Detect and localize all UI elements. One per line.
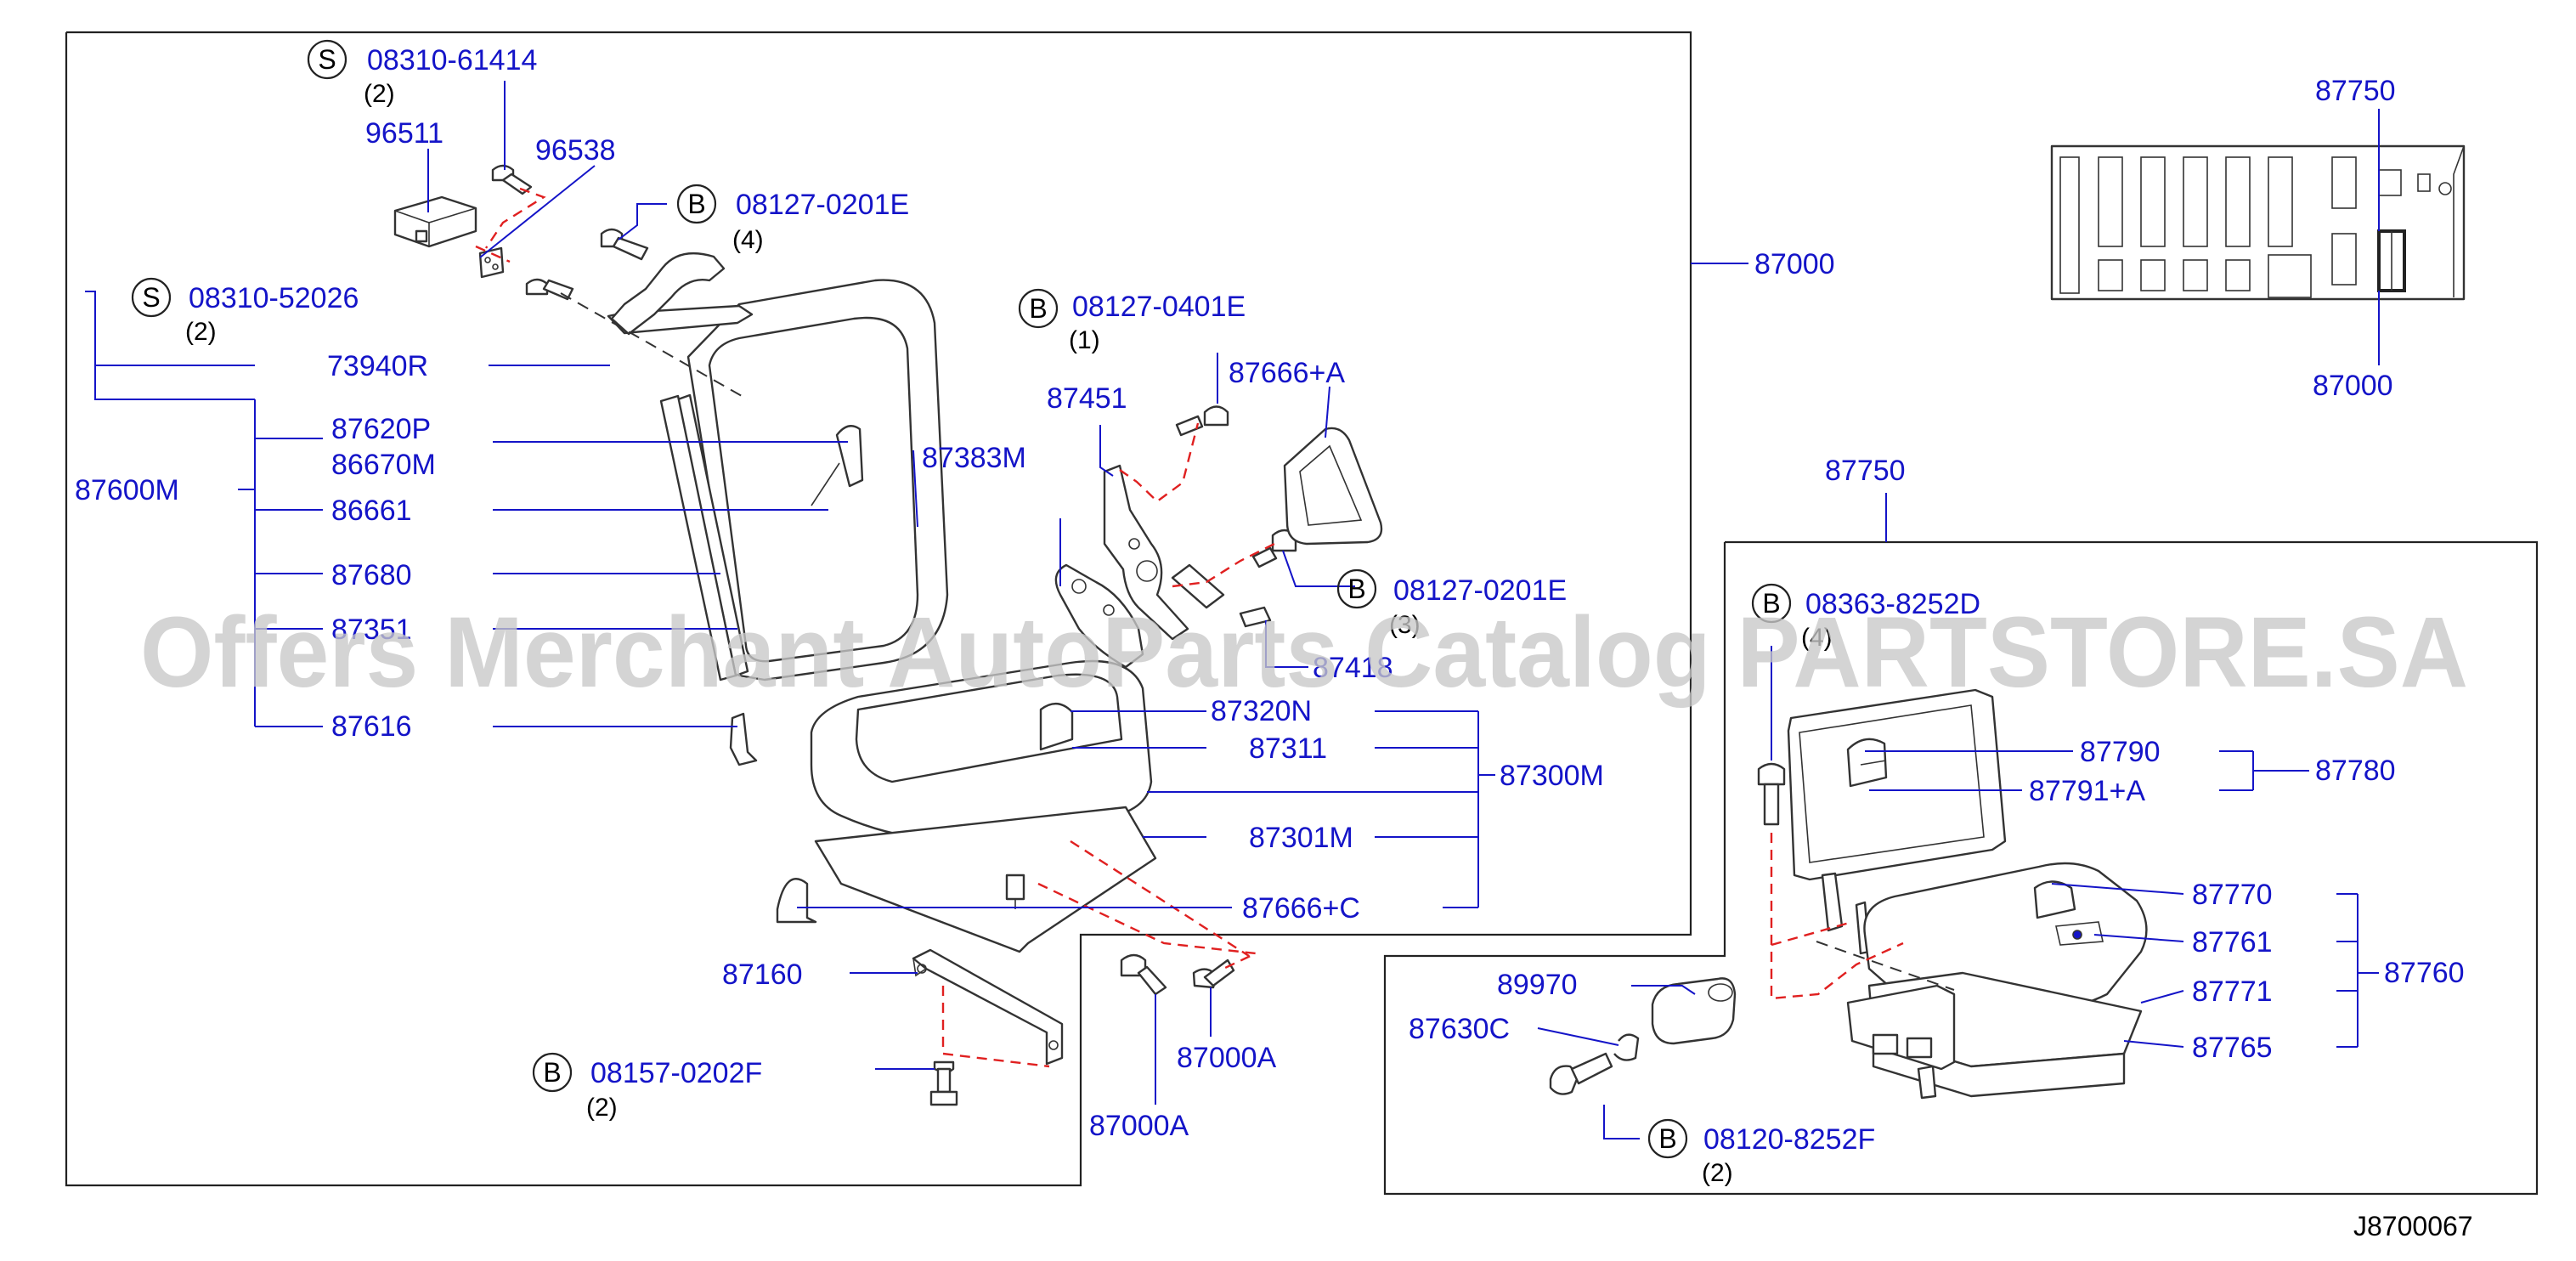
badge-s-08310-52026: S xyxy=(142,282,160,313)
part-labels: 08310-61414 (2) 96511 96538 08127-0201E … xyxy=(75,44,2473,1241)
qty-08310-61414: (2) xyxy=(364,80,395,108)
qty-08127-0201E-mid: (3) xyxy=(1389,611,1421,639)
part-number-87000[interactable]: 87000 xyxy=(1754,248,1835,280)
part-number-08127-0201E-mid[interactable]: 08127-0201E xyxy=(1393,574,1567,607)
part-number-87451[interactable]: 87451 xyxy=(1047,382,1127,415)
part-number-87791-A[interactable]: 87791+A xyxy=(2029,775,2145,807)
part-number-87418[interactable]: 87418 xyxy=(1313,652,1393,684)
part-number-96511[interactable]: 96511 xyxy=(365,117,443,150)
part-number-87383M[interactable]: 87383M xyxy=(922,442,1026,474)
badge-b-08157-0202F: B xyxy=(543,1057,561,1088)
callout-badges: S B S B B B B B xyxy=(131,39,1792,1159)
part-number-87311[interactable]: 87311 xyxy=(1249,732,1327,765)
badge-b-08127-0201E-top: B xyxy=(687,189,705,219)
part-number-87160[interactable]: 87160 xyxy=(722,958,803,991)
part-number-87300M[interactable]: 87300M xyxy=(1500,760,1604,792)
part-number-87666-A[interactable]: 87666+A xyxy=(1229,357,1345,389)
badge-b-08120-8252F: B xyxy=(1658,1123,1676,1154)
part-number-87750-inset[interactable]: 87750 xyxy=(2315,75,2396,107)
part-number-87000-inset[interactable]: 87000 xyxy=(2313,370,2393,402)
part-number-87771[interactable]: 87771 xyxy=(2192,975,2273,1008)
part-number-87616[interactable]: 87616 xyxy=(331,710,412,743)
part-number-08157-0202F[interactable]: 08157-0202F xyxy=(590,1057,762,1089)
part-number-87761[interactable]: 87761 xyxy=(2192,926,2273,958)
second-seat-assembly xyxy=(1549,688,2148,1100)
second-hidden-lines xyxy=(1770,833,1955,1000)
part-number-87620P[interactable]: 87620P xyxy=(331,413,431,445)
part-number-08120-8252F[interactable]: 08120-8252F xyxy=(1703,1123,1875,1156)
part-number-08310-52026[interactable]: 08310-52026 xyxy=(189,282,359,314)
badge-b-08363-8252D: B xyxy=(1762,588,1780,619)
main-frame xyxy=(65,31,1692,1187)
part-number-86670M[interactable]: 86670M xyxy=(331,449,436,481)
part-number-87780[interactable]: 87780 xyxy=(2315,755,2396,787)
part-number-87000A-right[interactable]: 87000A xyxy=(1177,1042,1277,1074)
part-number-08310-61414[interactable]: 08310-61414 xyxy=(367,44,537,76)
part-number-87600M[interactable]: 87600M xyxy=(75,474,179,506)
vehicle-seat-map-inset xyxy=(2050,144,2466,301)
leader-lines xyxy=(85,81,2380,1139)
part-number-87000A-bottom[interactable]: 87000A xyxy=(1089,1110,1189,1142)
front-seat-assembly xyxy=(393,164,1383,1106)
qty-08120-8252F: (2) xyxy=(1702,1159,1733,1187)
main-hidden-lines xyxy=(475,187,1275,1068)
part-number-87630C[interactable]: 87630C xyxy=(1409,1013,1510,1045)
part-number-87765[interactable]: 87765 xyxy=(2192,1032,2273,1064)
watermark-text: Offers Merchant AutoParts Catalog PARTST… xyxy=(140,597,2468,709)
badge-b-08127-0401E: B xyxy=(1029,293,1047,324)
qty-08127-0201E-top: (4) xyxy=(732,226,764,254)
qty-08310-52026: (2) xyxy=(185,318,217,346)
part-number-87770[interactable]: 87770 xyxy=(2192,879,2273,911)
qty-08363-8252D: (4) xyxy=(1801,624,1833,652)
part-number-87750-box[interactable]: 87750 xyxy=(1825,455,1906,487)
part-number-87790[interactable]: 87790 xyxy=(2080,736,2161,768)
qty-08157-0202F: (2) xyxy=(586,1094,618,1122)
part-number-86661[interactable]: 86661 xyxy=(331,495,412,527)
part-number-08127-0201E-top[interactable]: 08127-0201E xyxy=(736,189,909,221)
badge-b-08127-0201E-mid: B xyxy=(1347,574,1365,604)
part-number-87351[interactable]: 87351 xyxy=(331,614,412,646)
badge-s-08310-61414: S xyxy=(318,44,336,75)
part-number-87680[interactable]: 87680 xyxy=(331,559,412,591)
part-number-08363-8252D[interactable]: 08363-8252D xyxy=(1805,588,1980,620)
drawing-code: J8700067 xyxy=(2353,1211,2473,1241)
second-seat-frame xyxy=(1383,540,2539,1196)
part-number-73940R[interactable]: 73940R xyxy=(327,350,428,382)
part-number-87301M[interactable]: 87301M xyxy=(1249,822,1353,854)
part-number-87666-C[interactable]: 87666+C xyxy=(1242,892,1360,925)
part-number-89970[interactable]: 89970 xyxy=(1497,969,1578,1001)
part-number-96538[interactable]: 96538 xyxy=(535,134,616,167)
part-number-87760[interactable]: 87760 xyxy=(2384,957,2465,989)
part-number-87320N[interactable]: 87320N xyxy=(1211,695,1312,727)
qty-08127-0401E: (1) xyxy=(1069,326,1100,354)
part-number-08127-0401E[interactable]: 08127-0401E xyxy=(1072,291,1246,323)
